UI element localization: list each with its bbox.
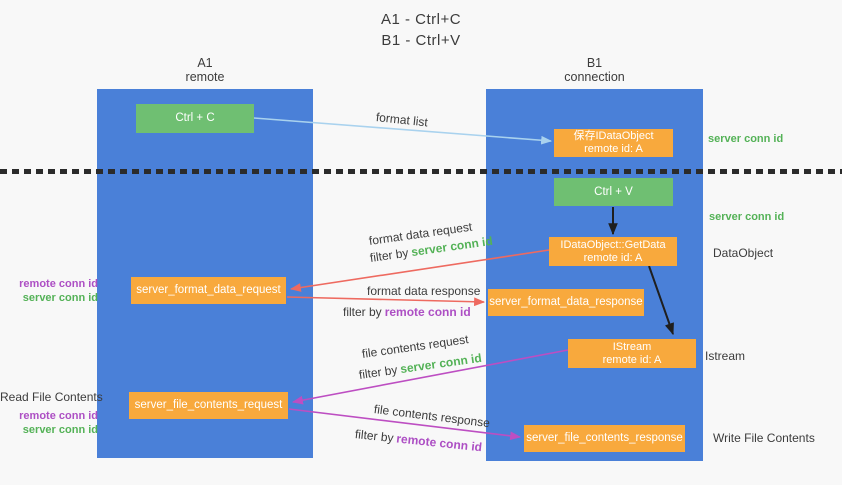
title-line-2: B1 - Ctrl+V	[381, 32, 461, 49]
label-file-contents-response: file contents response	[373, 402, 491, 431]
filter-by-text: filter by	[369, 245, 410, 265]
filter-by-text: filter by	[354, 427, 395, 446]
node-getdata-line2: remote id: A	[583, 251, 643, 264]
filter-by-text: filter by	[358, 362, 399, 382]
node-istream-line1: IStream	[612, 340, 652, 353]
dataobject-label: DataObject	[713, 246, 774, 260]
remote-conn-id-text: remote conn id	[384, 305, 471, 319]
node-istream: IStream remote id: A	[568, 339, 696, 368]
node-save-idataobject: 保存IDataObject remote id: A	[554, 129, 673, 157]
node-server-file-contents-request: server_file_contents_request	[129, 392, 288, 419]
label-format-list: format list	[375, 110, 429, 130]
node-ctrl-v-label: Ctrl + V	[594, 185, 633, 198]
node-getdata-line1: IDataObject::GetData	[560, 238, 666, 251]
label-format-data-response: format data response	[367, 284, 481, 298]
node-server-format-data-request: server_format_data_request	[131, 277, 286, 304]
left-conn-ids-bottom: remote conn id server conn id	[0, 410, 98, 437]
node-save-idataobject-line1: 保存IDataObject	[573, 130, 654, 142]
node-ctrl-c-label: Ctrl + C	[175, 112, 215, 124]
lane-a1-name: A1	[197, 56, 213, 70]
server-conn-id-label: server conn id	[22, 291, 98, 304]
node-server-file-contents-response-label: server_file_contents_response	[526, 432, 683, 444]
node-server-format-data-response: server_format_data_response	[488, 289, 644, 316]
dotted-divider	[0, 169, 842, 174]
server-conn-id-label: server conn id	[709, 211, 785, 223]
node-istream-line2: remote id: A	[602, 353, 662, 366]
node-getdata: IDataObject::GetData remote id: A	[549, 237, 677, 266]
node-ctrl-v: Ctrl + V	[554, 178, 673, 206]
server-conn-id-label: server conn id	[708, 133, 784, 145]
remote-conn-id-label: remote conn id	[19, 410, 98, 422]
istream-label: Istream	[705, 349, 746, 363]
node-ctrl-c: Ctrl + C	[136, 104, 254, 133]
lane-a1-header: A1 remote	[97, 56, 313, 84]
title-line-1: A1 - Ctrl+C	[380, 11, 462, 28]
node-server-file-contents-response: server_file_contents_response	[524, 425, 685, 452]
node-save-idataobject-line2: remote id: A	[584, 143, 643, 155]
diagram-title: A1 - Ctrl+C B1 - Ctrl+V	[0, 9, 842, 51]
filter-by-text: filter by	[343, 305, 382, 319]
server-conn-id-text: server conn id	[399, 350, 483, 377]
node-server-file-contents-request-label: server_file_contents_request	[134, 399, 283, 411]
lane-a1-subtitle: remote	[185, 70, 225, 84]
remote-conn-id-text: remote conn id	[395, 431, 483, 455]
node-server-format-data-response-label: server_format_data_response	[489, 296, 643, 308]
read-file-contents-label: Read File Contents	[0, 390, 103, 404]
lane-b1-header: B1 connection	[486, 56, 703, 84]
lane-b1-name: B1	[586, 56, 603, 70]
remote-conn-id-label: remote conn id	[19, 278, 98, 290]
node-server-format-data-request-label: server_format_data_request	[136, 284, 281, 296]
lane-b1-subtitle: connection	[564, 70, 625, 84]
left-conn-ids-top: remote conn id server conn id	[0, 278, 98, 305]
write-file-contents-label: Write File Contents	[713, 431, 815, 445]
server-conn-id-label: server conn id	[22, 423, 98, 436]
